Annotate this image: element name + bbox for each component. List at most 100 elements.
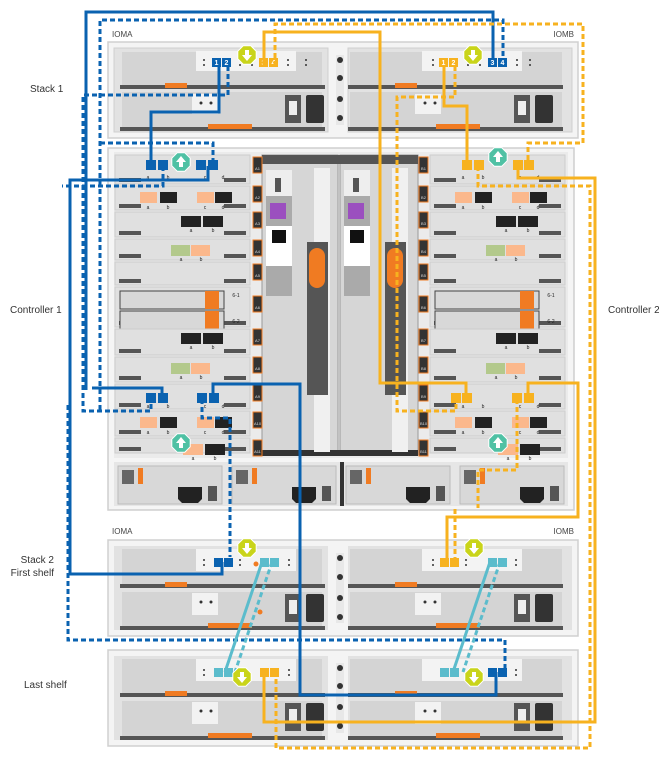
stack1-ioma-port[interactable]	[222, 58, 231, 67]
stack1-iomb-port[interactable]	[498, 58, 507, 67]
port-d[interactable]	[215, 417, 232, 428]
port-a[interactable]	[140, 192, 157, 203]
psu-handle[interactable]	[252, 468, 257, 484]
port-a[interactable]	[486, 363, 505, 374]
last-iomb-sas-port[interactable]	[488, 668, 497, 677]
port-a[interactable]	[486, 245, 505, 256]
stack1-iomb-port[interactable]	[488, 58, 497, 67]
port-a[interactable]	[171, 363, 190, 374]
card-latch[interactable]	[224, 430, 246, 434]
port-c[interactable]	[512, 192, 529, 203]
card-latch[interactable]	[539, 447, 561, 451]
card-latch[interactable]	[434, 279, 456, 283]
port-b[interactable]	[203, 333, 223, 344]
port-b[interactable]	[520, 444, 540, 455]
power-switch[interactable]	[436, 486, 445, 501]
psu-handle[interactable]	[138, 468, 143, 484]
card-latch[interactable]	[119, 376, 141, 380]
port-b[interactable]	[160, 192, 177, 203]
stack2-ioma-shelf-port[interactable]	[260, 558, 269, 567]
last-iomb-shelf-port[interactable]	[440, 668, 449, 677]
stack2-iomb-sas-port[interactable]	[440, 558, 449, 567]
port-a[interactable]	[171, 245, 190, 256]
last-ioma-shelf-port[interactable]	[224, 668, 233, 677]
card-latch[interactable]	[224, 231, 246, 235]
card-latch[interactable]	[119, 279, 141, 283]
port-a[interactable]	[496, 333, 516, 344]
last-ioma-shelf-port[interactable]	[214, 668, 223, 677]
port-d[interactable]	[215, 192, 232, 203]
port-c[interactable]	[512, 417, 529, 428]
port-a[interactable]	[455, 192, 472, 203]
stack2-iomb-shelf-port[interactable]	[498, 558, 507, 567]
card-latch[interactable]	[224, 349, 246, 353]
stack2-ioma-sas-port[interactable]	[214, 558, 223, 567]
card-latch[interactable]	[224, 447, 246, 451]
card-latch[interactable]	[119, 254, 141, 258]
controller-sas-port[interactable]	[196, 160, 206, 170]
card-latch[interactable]	[224, 403, 246, 407]
card-latch[interactable]	[119, 349, 141, 353]
port-a[interactable]	[455, 417, 472, 428]
card-latch[interactable]	[434, 447, 456, 451]
card-latch[interactable]	[539, 321, 561, 325]
last-iomb-shelf-port[interactable]	[450, 668, 459, 677]
controller-b-latch[interactable]	[387, 248, 403, 288]
power-switch[interactable]	[550, 486, 559, 501]
card-latch[interactable]	[539, 376, 561, 380]
port-b[interactable]	[191, 245, 210, 256]
last-iomb-sas-port[interactable]	[498, 668, 507, 677]
port-b[interactable]	[203, 216, 223, 227]
card-latch[interactable]	[539, 254, 561, 258]
stack2-ioma-shelf-port[interactable]	[270, 558, 279, 567]
card-latch[interactable]	[434, 430, 456, 434]
card-latch[interactable]	[434, 178, 456, 182]
port-a[interactable]	[496, 216, 516, 227]
card-latch[interactable]	[224, 254, 246, 258]
card-latch[interactable]	[539, 178, 561, 182]
controller-sas-port[interactable]	[451, 393, 461, 403]
controller-sas-port[interactable]	[474, 160, 484, 170]
card-latch[interactable]	[434, 376, 456, 380]
card-latch[interactable]	[434, 231, 456, 235]
card-latch[interactable]	[539, 430, 561, 434]
controller-sas-port[interactable]	[197, 393, 207, 403]
drive-bay[interactable]	[119, 290, 225, 310]
card-latch[interactable]	[224, 321, 246, 325]
stack2-iomb-sas-port[interactable]	[450, 558, 459, 567]
port-b[interactable]	[518, 333, 538, 344]
stack1-iomb-port[interactable]	[439, 58, 448, 67]
port-a[interactable]	[498, 444, 518, 455]
port-b[interactable]	[506, 245, 525, 256]
card-latch[interactable]	[434, 403, 456, 407]
card-latch[interactable]	[119, 403, 141, 407]
drive-bay[interactable]	[434, 290, 540, 310]
port-b[interactable]	[160, 417, 177, 428]
card-latch[interactable]	[119, 447, 141, 451]
port-d[interactable]	[530, 192, 547, 203]
controller-sas-port[interactable]	[513, 160, 523, 170]
card-latch[interactable]	[119, 204, 141, 208]
controller-sas-port[interactable]	[208, 160, 218, 170]
card-latch[interactable]	[539, 279, 561, 283]
port-b[interactable]	[475, 417, 492, 428]
port-b[interactable]	[506, 363, 525, 374]
port-c[interactable]	[197, 192, 214, 203]
psu-handle[interactable]	[366, 468, 371, 484]
stack1-iomb-port[interactable]	[449, 58, 458, 67]
drive-release[interactable]	[520, 311, 534, 329]
power-switch[interactable]	[322, 486, 331, 501]
card-latch[interactable]	[224, 204, 246, 208]
card-latch[interactable]	[539, 403, 561, 407]
port-c[interactable]	[197, 417, 214, 428]
port-b[interactable]	[205, 444, 225, 455]
card-latch[interactable]	[224, 279, 246, 283]
stack2-ioma-sas-port[interactable]	[224, 558, 233, 567]
card-latch[interactable]	[539, 231, 561, 235]
card-latch[interactable]	[539, 349, 561, 353]
card-latch[interactable]	[224, 178, 246, 182]
port-a[interactable]	[181, 216, 201, 227]
drive-release[interactable]	[520, 291, 534, 309]
port-a[interactable]	[140, 417, 157, 428]
card-latch[interactable]	[119, 231, 141, 235]
